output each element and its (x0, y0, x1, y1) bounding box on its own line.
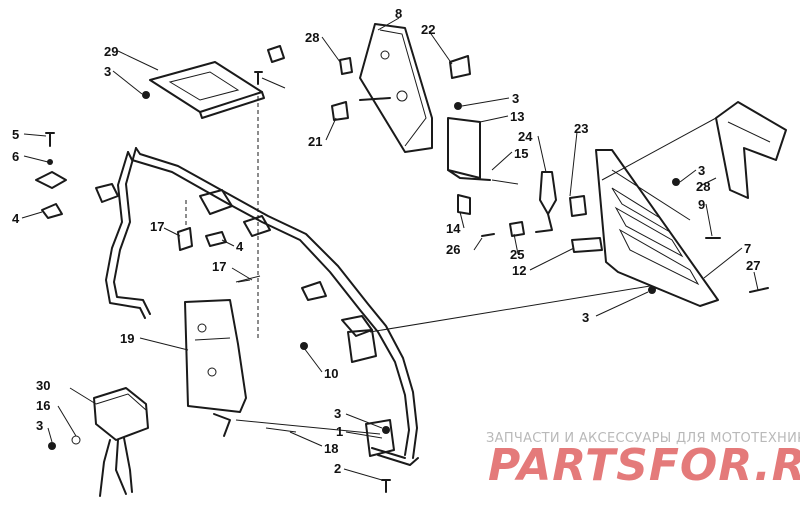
louvred-panel-7 (595, 149, 769, 307)
watermark-logo-left: PARTS (488, 440, 649, 491)
callout-20: 22 (421, 22, 435, 37)
callout-16: 17 (150, 219, 164, 234)
callout-8: 8 (395, 6, 402, 21)
block-26 (601, 101, 787, 199)
bracket-plate-27 (142, 45, 285, 340)
linkage-21-22 (481, 171, 603, 253)
callout-12: 13 (510, 109, 524, 124)
callout-30: 30 (36, 378, 50, 393)
callout-10: 10 (324, 366, 338, 381)
callout-4: 4 (12, 211, 20, 226)
callout-4: 4 (236, 239, 244, 254)
watermark: ЗАПЧАСТИ И АКСЕССУАРЫ ДЛЯ МОТОТЕХНИКИ PA… (486, 431, 800, 491)
callout-6: 6 (12, 149, 19, 164)
callout-21: 23 (574, 121, 588, 136)
callout-24: 26 (446, 242, 460, 257)
electric-module-30 (48, 387, 149, 497)
callout-26: 28 (696, 179, 710, 194)
callout-25: 27 (746, 258, 760, 273)
callout-3: 3 (104, 64, 111, 79)
callout-3: 3 (512, 91, 519, 106)
callout-3: 3 (36, 418, 43, 433)
watermark-logo-right: FOR.RU (649, 440, 800, 491)
callout-17: 17 (212, 259, 226, 274)
callout-3: 3 (334, 406, 341, 421)
watermark-logo: PARTSFOR.RU (488, 440, 800, 491)
callout-3: 3 (698, 163, 705, 178)
bracket-12 (447, 102, 519, 215)
misc-fasteners (235, 279, 651, 493)
callout-2: 2 (334, 461, 341, 476)
callout-7: 7 (744, 241, 751, 256)
callout-17: 18 (324, 441, 338, 456)
callout-labels: 29 3 28 8 22 21 3 13 23 24 15 14 26 25 1… (12, 6, 760, 476)
callout-5: 5 (12, 127, 19, 142)
callout-9: 9 (698, 197, 705, 212)
mounting-plate-18 (184, 275, 261, 437)
callout-22: 24 (518, 129, 533, 144)
callout-3: 3 (582, 310, 589, 325)
callout-1: 1 (336, 424, 343, 439)
callout-14: 15 (514, 146, 528, 161)
callout-18: 19 (120, 331, 134, 346)
clip-16 (177, 200, 227, 251)
leader-lines (21, 17, 759, 481)
callout-28: 28 (305, 30, 319, 45)
callout-11: 12 (512, 263, 526, 278)
frame-brackets (95, 183, 395, 457)
watermark-subtitle: ЗАПЧАСТИ И АКСЕССУАРЫ ДЛЯ МОТОТЕХНИКИ (486, 431, 800, 446)
callout-15: 16 (36, 398, 50, 413)
clip-4-5-6 (35, 132, 67, 219)
bracket-plate-8 (331, 23, 471, 153)
callout-27: 29 (104, 44, 118, 59)
callout-19: 21 (308, 134, 322, 149)
main-frame-tube (105, 147, 419, 466)
callout-13: 14 (446, 221, 461, 236)
callout-23: 25 (510, 247, 524, 262)
